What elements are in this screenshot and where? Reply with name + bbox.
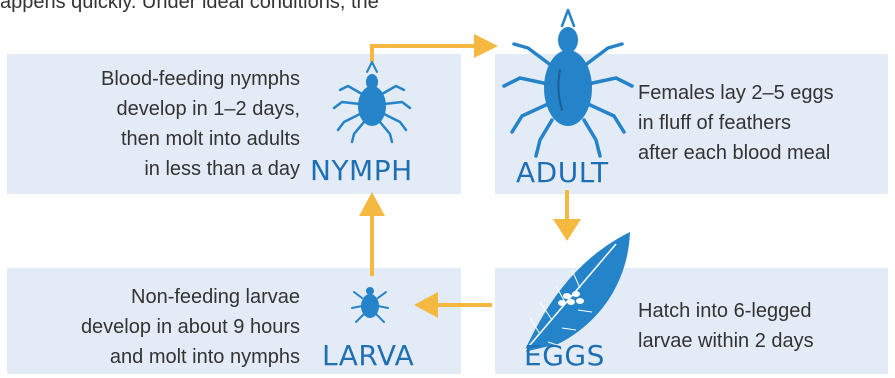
arrow-adult-to-eggs — [553, 190, 581, 241]
adult-description: Females lay 2–5 eggs in fluff of feather… — [638, 78, 834, 168]
mite-nymph-icon — [334, 62, 410, 142]
eggs-stage-label: EGGS — [524, 340, 605, 372]
larva-stage-label: LARVA — [322, 340, 414, 372]
eggs-description: Hatch into 6-legged larvae within 2 days — [638, 296, 814, 356]
larva-description: Non-feeding larvae develop in about 9 ho… — [81, 282, 300, 372]
arrow-eggs-to-larva — [414, 292, 492, 318]
adult-stage-label: ADULT — [516, 157, 609, 189]
mite-larva-icon — [352, 287, 388, 322]
feather-eggs-icon — [524, 232, 630, 352]
arrow-nymph-to-adult — [372, 34, 498, 62]
mite-adult-icon — [504, 10, 632, 156]
nymph-stage-label: NYMPH — [310, 155, 413, 187]
arrow-larva-to-nymph — [359, 192, 385, 276]
nymph-description: Blood-feeding nymphs develop in 1–2 days… — [101, 64, 300, 184]
